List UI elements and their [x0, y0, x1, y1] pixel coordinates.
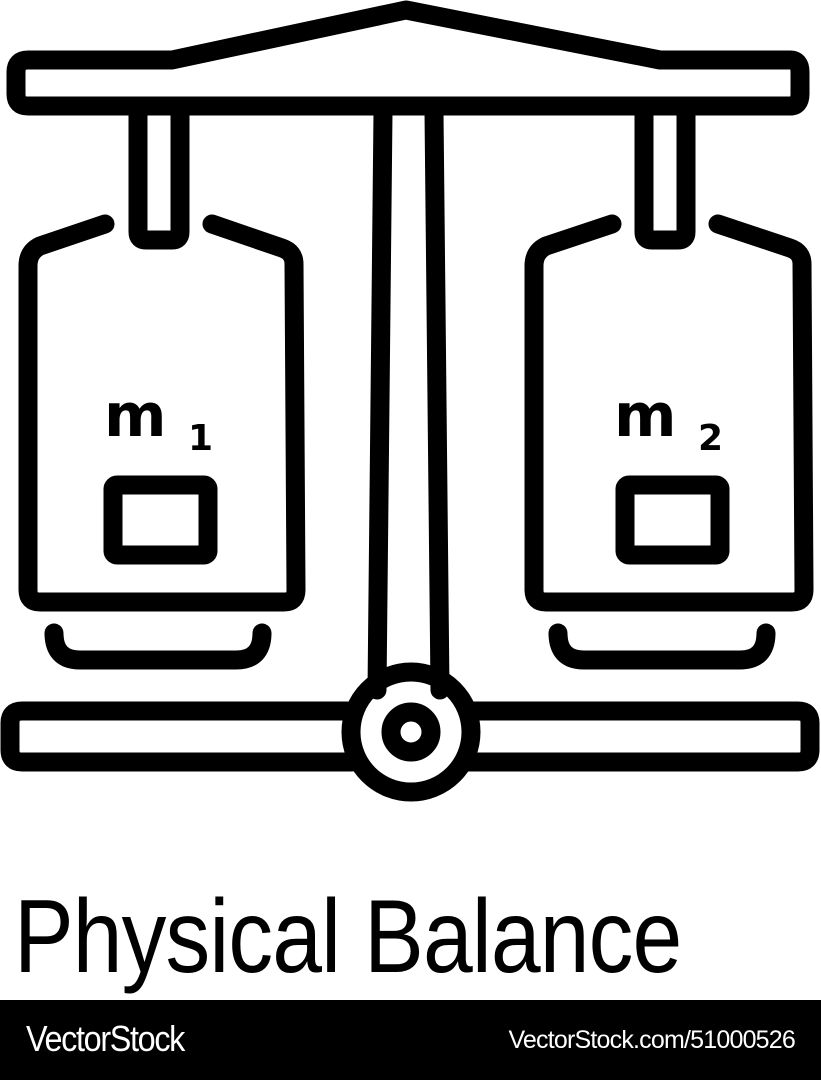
pivot-inner: [381, 702, 441, 762]
watermark-footer: VectorStock VectorStock.com/51000526: [0, 1000, 821, 1080]
stock-id-link: VectorStock.com/51000526: [508, 1026, 795, 1054]
left-pan-body: [18, 214, 306, 612]
physical-balance-icon: m 1 m 2: [0, 0, 820, 802]
central-pillar-right: [424, 102, 450, 700]
right-mass-label: m: [614, 381, 677, 451]
left-mass-label: m: [104, 381, 167, 451]
right-hanger: [634, 102, 696, 250]
right-pan-body: [524, 214, 814, 612]
right-weight: [615, 475, 730, 565]
left-weight: [103, 475, 218, 565]
base-bar: [0, 701, 362, 772]
left-mass-subscript: 1: [188, 418, 213, 459]
top-beam: [6, 0, 810, 116]
brand-logo-text: VectorStock: [26, 1018, 185, 1059]
right-tray: [548, 623, 776, 670]
left-hanger: [128, 102, 190, 250]
base-bar-right: [458, 701, 820, 772]
pivot-outer: [341, 662, 481, 802]
icon-title: Physical Balance: [14, 879, 682, 995]
right-mass-subscript: 2: [698, 418, 723, 459]
left-tray: [44, 623, 272, 670]
central-pillar: [367, 102, 393, 700]
